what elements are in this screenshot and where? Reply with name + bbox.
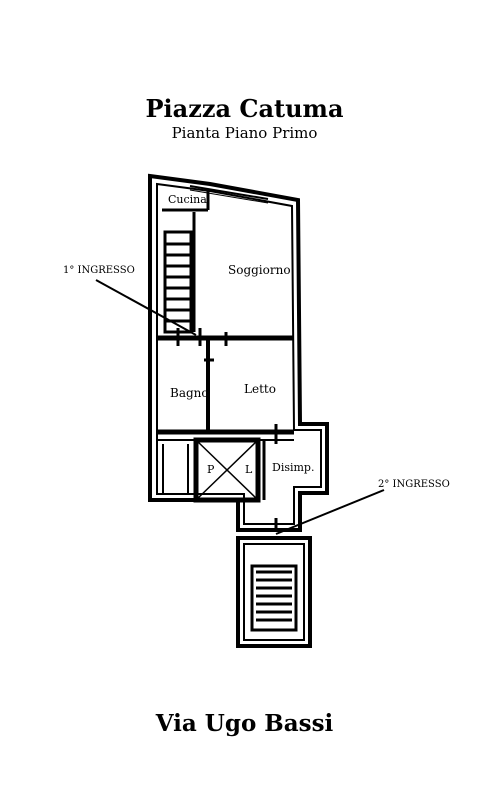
stair-first <box>163 230 193 334</box>
outer-wall <box>148 173 329 532</box>
plan-subtitle: Pianta Piano Primo <box>171 124 318 142</box>
room-label-soggiorno: Soggiorno <box>228 263 291 277</box>
first-entrance-arrow <box>95 279 197 336</box>
plan-title: Piazza Catuma <box>145 94 344 123</box>
lower-block <box>236 536 312 648</box>
inner-wall <box>156 182 322 525</box>
lift-label-p: P <box>207 463 215 476</box>
room-label-disimpegno: Disimp. <box>272 461 314 474</box>
stair-second <box>250 564 298 632</box>
first-entrance-label: 1° INGRESSO <box>63 265 135 276</box>
room-label-letto: Letto <box>244 382 276 396</box>
second-entrance-arrow <box>275 489 385 535</box>
second-entrance-label: 2° INGRESSO <box>378 479 450 490</box>
lift-label-l: L <box>245 463 253 476</box>
street-label: Via Ugo Bassi <box>155 710 334 737</box>
room-label-cucina: Cucina <box>168 193 207 206</box>
lift-shaft <box>193 437 261 503</box>
room-label-bagno: Bagno <box>170 386 209 400</box>
